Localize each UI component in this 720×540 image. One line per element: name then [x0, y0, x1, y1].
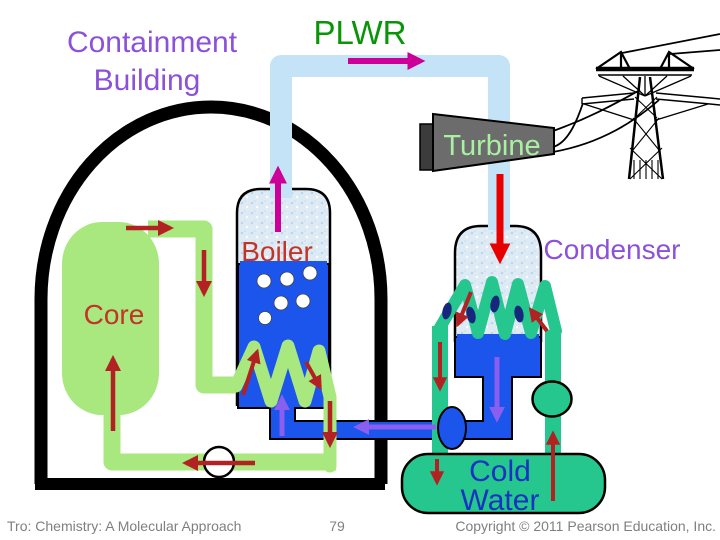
turbine-unit [419, 112, 555, 173]
cooling-coil-exit-arrow [455, 291, 473, 328]
primary-coolant-loop [62, 220, 337, 479]
containment-building-outline [34, 100, 388, 490]
condenser-waterline [457, 334, 539, 341]
tower-leg [627, 76, 642, 180]
power-line [552, 102, 584, 148]
containment-label-line2: Building [94, 64, 201, 97]
droplet [442, 302, 452, 320]
bubble [295, 293, 311, 309]
turbine-body [432, 112, 555, 173]
bubble [279, 271, 295, 287]
condenser-label: Condenser [544, 234, 681, 265]
secondary-water-plumbing [237, 261, 542, 440]
bubble [273, 295, 289, 311]
flow-arrows [104, 52, 561, 501]
power-line [552, 99, 660, 153]
cooling-pump [531, 380, 573, 418]
tower-upper-bracing [598, 75, 692, 97]
core-label: Core [84, 299, 145, 330]
boiler-waterline [240, 261, 327, 268]
boiler-label: Boiler [241, 236, 313, 267]
slide-title: PLWR [314, 14, 407, 51]
tower-right-arm [655, 92, 720, 121]
footer-book-title: Tro: Chemistry: A Molecular Approach [7, 518, 241, 534]
tower-base-lattice [633, 160, 659, 179]
power-line [669, 49, 720, 55]
droplet [490, 295, 500, 313]
tower-right-peak [659, 50, 695, 70]
footer-copyright: Copyright © 2011 Pearson Education, Inc. [455, 518, 716, 534]
coil-outlet-arrow [304, 361, 322, 391]
cooling-coil-inlet-arrow [528, 307, 549, 333]
footer-page-number: 79 [329, 518, 345, 534]
droplet [514, 305, 524, 323]
tower-bracing [629, 96, 663, 180]
slide-footer: Tro: Chemistry: A Molecular Approach 79 … [7, 518, 716, 534]
tower-left-arm [581, 92, 635, 121]
primary-pipe-hot-leg [148, 220, 236, 394]
power-line [621, 33, 720, 54]
bubble [256, 273, 272, 289]
containment-dome-wall [34, 100, 388, 484]
cold-water-label-line1: Cold [469, 455, 531, 488]
boiler-bubbles [256, 265, 318, 325]
reactor-core-vessel [62, 222, 159, 415]
diagram-labels: Containment Building PLWR Turbine Boiler… [67, 14, 681, 517]
feedwater-pipe [237, 263, 542, 440]
containment-label-line1: Containment [67, 26, 238, 59]
bubble [302, 265, 318, 281]
bubble [258, 311, 272, 325]
cold-water-label-line2: Water [461, 484, 540, 517]
transmission-tower-icon [552, 33, 720, 180]
tower-leg [648, 76, 665, 180]
tower-left-peak [595, 50, 631, 70]
feedwater-pump [437, 406, 467, 450]
turbine-label: Turbine [443, 130, 540, 162]
coil-inlet-arrow [241, 348, 261, 396]
